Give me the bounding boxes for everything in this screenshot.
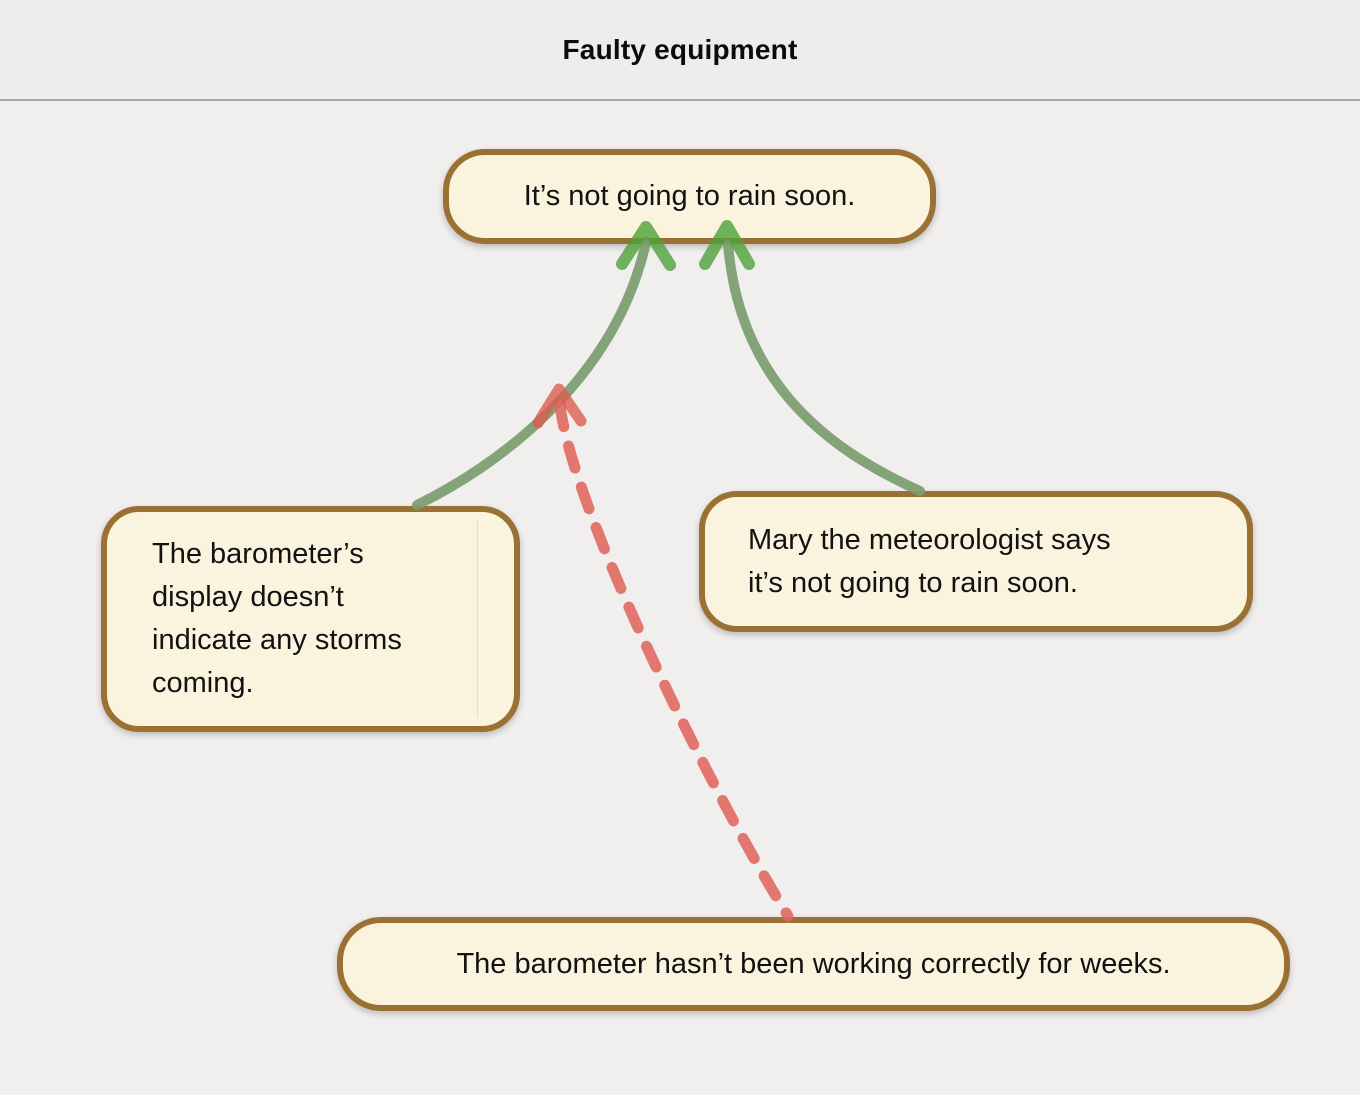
title-bar: Faulty equipment (0, 0, 1360, 101)
node-premise-mary[interactable]: Mary the meteorologist says it’s not goi… (699, 491, 1253, 632)
node-premise-barometer-text: The barometer’s display doesn’t indicate… (152, 538, 402, 699)
argument-map-canvas[interactable]: It’s not going to rain soon. The baromet… (0, 103, 1360, 1095)
support-edge-mary-to-conclusion[interactable] (699, 220, 925, 496)
support-edge-barometer-to-conclusion[interactable] (412, 221, 676, 510)
objection-edge-arrowhead-icon (532, 383, 587, 429)
support-edge-right-shaft[interactable] (723, 239, 925, 496)
node-conclusion[interactable]: It’s not going to rain soon. (443, 149, 936, 244)
node-objection-faulty-text: The barometer hasn’t been working correc… (456, 947, 1171, 980)
node-conclusion-text: It’s not going to rain soon. (523, 180, 856, 212)
objection-edge-faulty-to-support-arrow[interactable] (532, 383, 794, 922)
node-objection-faulty[interactable]: The barometer hasn’t been working correc… (337, 917, 1290, 1011)
support-edge-left-shaft[interactable] (412, 237, 651, 510)
page-title: Faulty equipment (562, 33, 798, 65)
node-premise-barometer[interactable]: The barometer’s display doesn’t indicate… (101, 506, 520, 732)
objection-edge-shaft[interactable] (554, 398, 794, 922)
node-resize-divider-line (477, 520, 478, 718)
node-premise-mary-text: Mary the meteorologist says it’s not goi… (748, 523, 1111, 599)
